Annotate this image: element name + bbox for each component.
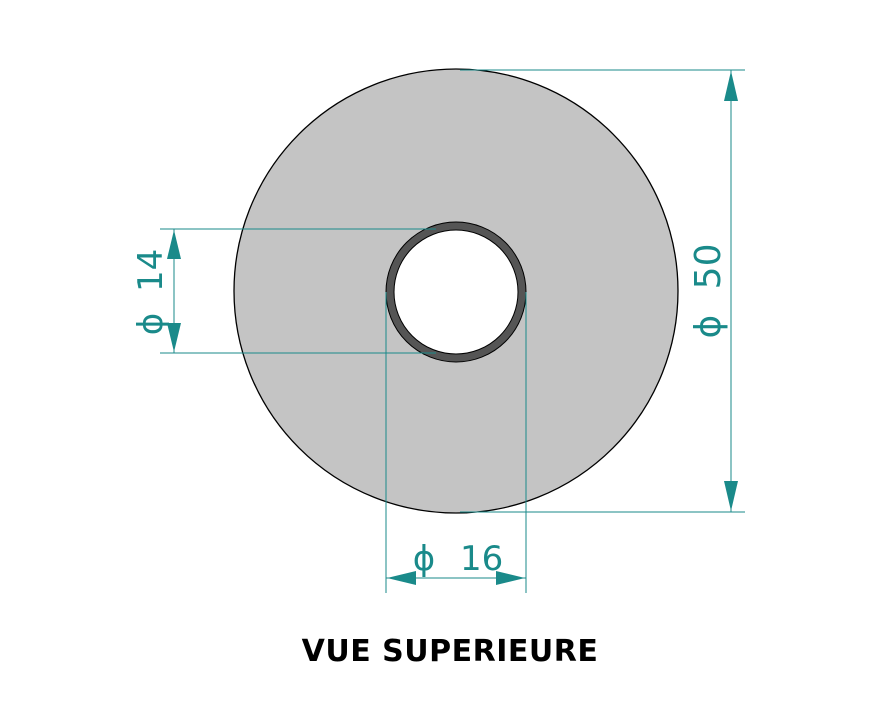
- arrow-left: [387, 571, 416, 585]
- outer-diameter-value: 50: [688, 243, 729, 289]
- inner-bore: [393, 229, 519, 355]
- diameter-symbol: ϕ: [131, 313, 171, 335]
- inner-bore-label: ϕ 14: [131, 249, 171, 336]
- dimension-inner-bore: ϕ 14: [131, 228, 436, 354]
- dimension-tube-outer: ϕ 16: [385, 292, 527, 593]
- tube-outer-label: ϕ 16: [413, 539, 504, 579]
- arrow-down: [167, 323, 181, 352]
- tube-outer-value: 16: [460, 539, 503, 579]
- view-title: VUE SUPERIEURE: [301, 634, 599, 669]
- dimension-outer-diameter: ϕ 50: [460, 69, 745, 513]
- diameter-symbol: ϕ: [413, 539, 435, 579]
- arrow-up: [724, 71, 738, 101]
- diameter-symbol: ϕ: [688, 315, 729, 339]
- inner-bore-value: 14: [131, 249, 171, 292]
- outer-diameter-label: ϕ 50: [688, 243, 729, 338]
- arrow-up: [167, 230, 181, 259]
- arrow-right: [496, 571, 525, 585]
- arrow-down: [724, 481, 738, 511]
